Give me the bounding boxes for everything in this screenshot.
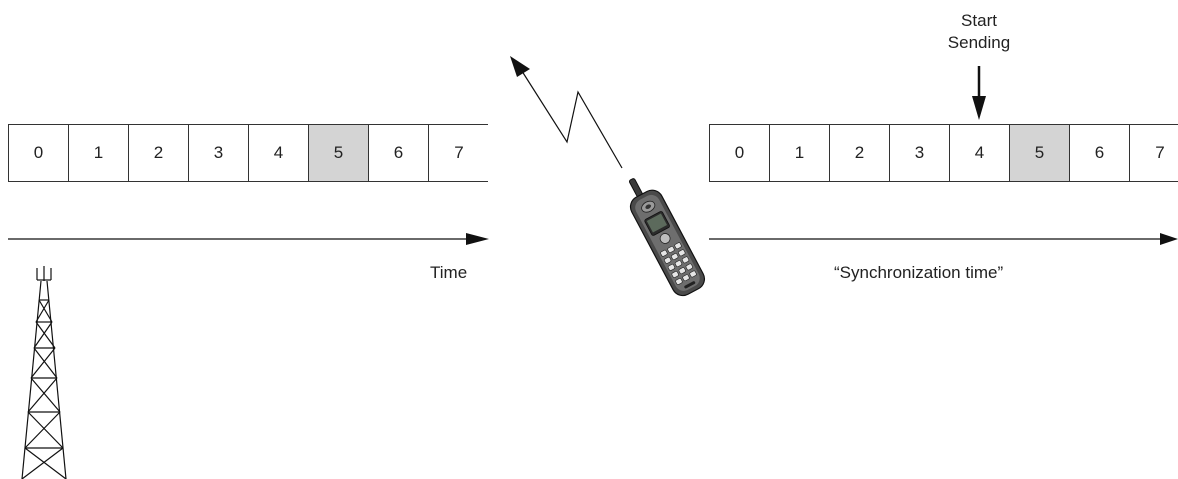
radio-tower-icon [21,266,67,479]
timeslot-1: 1 [770,125,830,181]
timeslot-5: 5 [309,125,369,181]
time-axis-label: Time [430,263,468,282]
start-sending-label: Start Sending [920,10,1038,54]
timeslot-row-base: 0 1 2 3 4 5 6 7 [8,124,489,182]
timeslot-6: 6 [1070,125,1130,181]
timeslot-2: 2 [830,125,890,181]
timeslot-6: 6 [369,125,429,181]
start-sending-line2: Sending [947,33,1011,52]
radio-signal-icon [510,56,623,169]
start-sending-arrow [972,66,986,120]
timeslot-5: 5 [1010,125,1070,181]
timeslot-4: 4 [249,125,309,181]
timeslot-0: 0 [9,125,69,181]
timeslot-1: 1 [69,125,129,181]
sync-time-axis-label: “Synchronization time” [834,263,1004,282]
time-axis-arrow [8,233,489,245]
timeslot-7: 7 [429,125,489,181]
timeslot-3: 3 [189,125,249,181]
timeslot-4: 4 [950,125,1010,181]
sync-time-axis-arrow [709,233,1178,245]
start-sending-line1: Start [961,11,997,30]
mobile-phone-icon [628,178,706,297]
timeslot-row-mobile: 0 1 2 3 4 5 6 7 [709,124,1178,182]
timeslot-7: 7 [1130,125,1178,181]
timeslot-3: 3 [890,125,950,181]
timeslot-0: 0 [710,125,770,181]
timeslot-2: 2 [129,125,189,181]
